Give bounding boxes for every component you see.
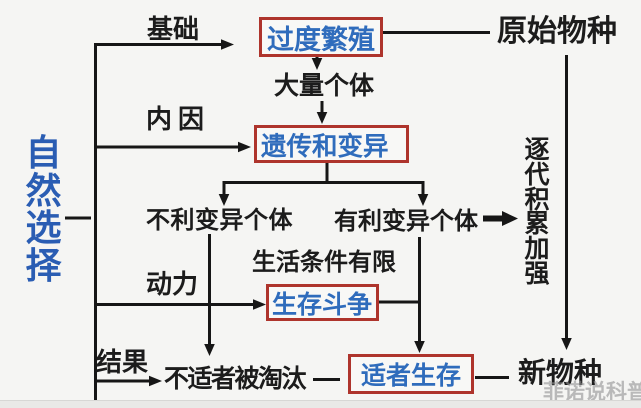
bottom-strip bbox=[0, 400, 641, 408]
node-unfit-eliminated: 不适者被淘汰 bbox=[164, 364, 307, 393]
internal-cause-arrow bbox=[95, 141, 251, 153]
basis-arrow bbox=[95, 39, 234, 50]
variation-split-connector bbox=[218, 163, 429, 206]
node-survival-of-fittest: 适者生存 bbox=[348, 354, 474, 394]
node-limited-living-conditions: 生活条件有限 bbox=[252, 247, 396, 276]
favorable-to-accumulate-arrow bbox=[483, 211, 518, 226]
edge-label-internal-cause: 内因 bbox=[146, 105, 211, 135]
overreproduction-down-arrow bbox=[311, 57, 323, 70]
unfavorable-down-arrow bbox=[204, 234, 215, 356]
vertical-title: 自然选择 bbox=[25, 132, 62, 287]
node-favorable-variants: 有利变异个体 bbox=[334, 206, 478, 235]
node-unfavorable-variants: 不利变异个体 bbox=[146, 205, 293, 234]
edge-label-driving-force: 动力 bbox=[146, 270, 199, 300]
watermark: 菲诺说科普 bbox=[543, 379, 641, 404]
node-struggle-for-existence: 生存斗争 bbox=[266, 284, 379, 321]
result-arrow bbox=[95, 375, 162, 387]
node-overreproduction: 过度繁殖 bbox=[259, 17, 383, 57]
node-accumulate-vertical: 逐代积累加强 bbox=[524, 135, 550, 288]
edge-label-basis: 基础 bbox=[147, 15, 200, 45]
node-large-numbers: 大量个体 bbox=[274, 71, 375, 100]
favorable-down-arrow bbox=[414, 237, 425, 353]
edge-label-result: 结果 bbox=[96, 348, 149, 378]
node-new-species: 新物种 bbox=[518, 356, 603, 389]
original-species-down-arrow bbox=[561, 55, 572, 350]
driving-force-arrow bbox=[95, 299, 266, 310]
large-numbers-down-arrow bbox=[316, 101, 328, 124]
node-heredity-variation: 遗传和变异 bbox=[254, 125, 409, 163]
node-original-species: 原始物种 bbox=[497, 14, 617, 49]
